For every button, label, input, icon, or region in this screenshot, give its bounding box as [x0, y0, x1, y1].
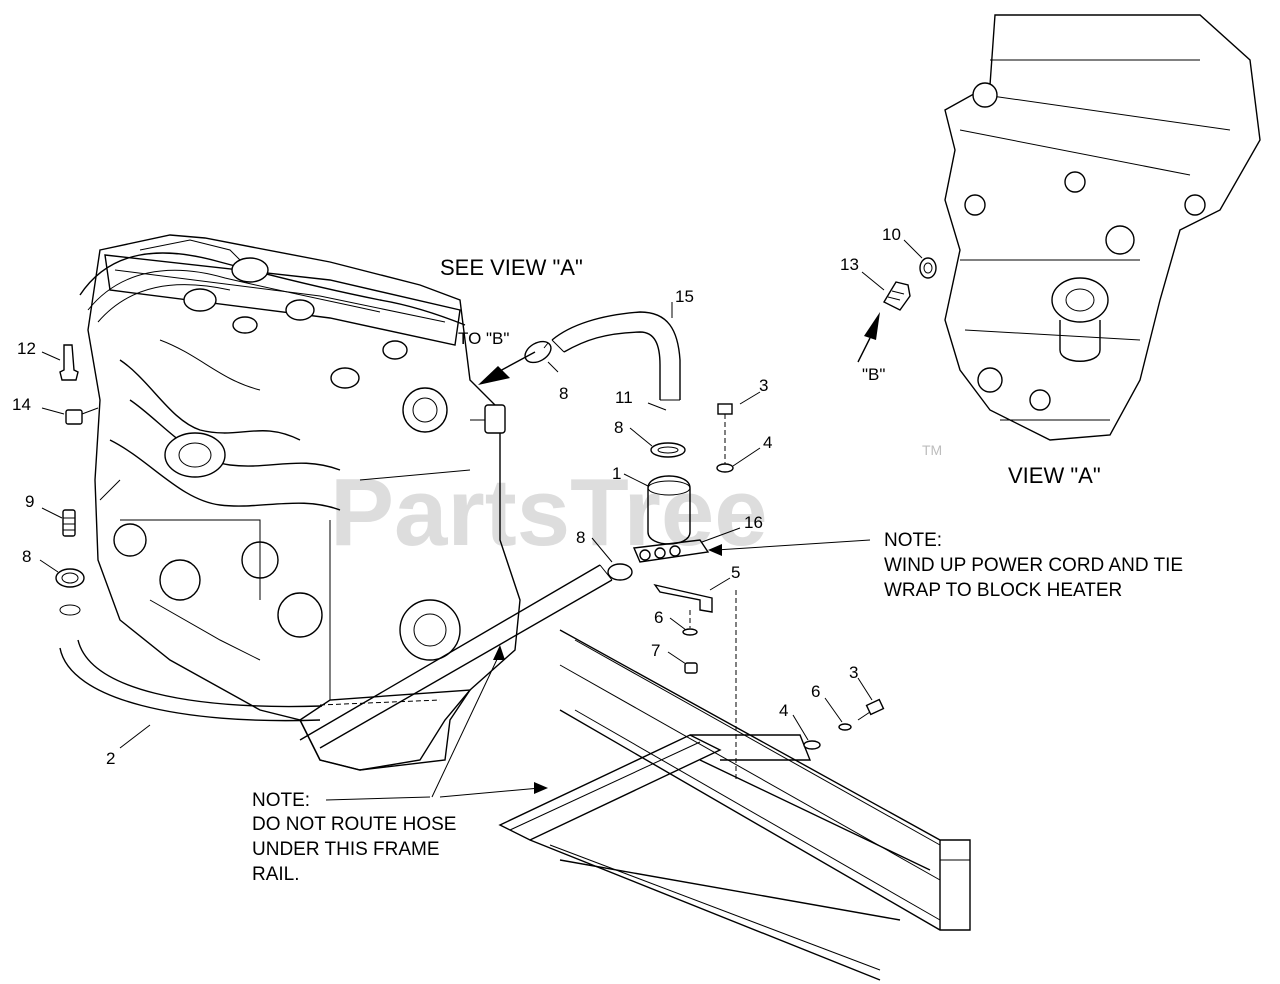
view-a-engine: [944, 14, 1261, 441]
screw-3-top: [717, 403, 733, 465]
to-b-label: TO "B": [458, 329, 509, 348]
note-frame-rail: NOTE: DO NOT ROUTE HOSE UNDER THIS FRAME…: [252, 790, 456, 885]
callout-12: 12: [17, 339, 36, 358]
sensor-12: [59, 344, 79, 381]
arrow-to-b: [478, 351, 536, 385]
note-power-cord-line: NOTE:: [884, 530, 942, 551]
clamp-8-top: [524, 340, 552, 364]
clamp-8-lower: [607, 563, 633, 581]
callout-4: 4: [779, 701, 788, 720]
callout-6: 6: [811, 682, 820, 701]
upper-hose-15: [551, 311, 681, 401]
fitting-9: [62, 509, 76, 537]
callouts: 15 8 11 3 8 4 1 16 8 5 6 7 12 14 9 8 2 3…: [12, 225, 901, 768]
callout-14: 14: [12, 395, 31, 414]
note-power-cord-line: WIND UP POWER CORD AND TIE: [884, 555, 1183, 576]
frame-rail: [498, 629, 971, 981]
fitting-10: [919, 257, 937, 279]
b-label: "B": [862, 365, 885, 384]
note-frame-line: RAIL.: [252, 864, 300, 885]
block-heater-1: [632, 475, 710, 563]
lower-hose-to-heater: [299, 564, 613, 749]
watermark: PartsTree: [330, 459, 768, 566]
callout-3: 3: [759, 376, 768, 395]
arrow-cord-note: [708, 539, 871, 556]
arrow-b: [857, 312, 880, 363]
callout-8: 8: [614, 418, 623, 437]
callout-13: 13: [840, 255, 859, 274]
screw-3-frame: [857, 698, 885, 721]
watermark-tm: TM: [922, 442, 942, 458]
lockwasher-6-frame: [838, 723, 852, 731]
callout-10: 10: [882, 225, 901, 244]
callout-4: 4: [763, 433, 772, 452]
note-frame-line: NOTE:: [252, 790, 310, 811]
callout-8: 8: [576, 528, 585, 547]
fitting-14: [65, 407, 99, 425]
elbow-13: [883, 281, 911, 311]
nut-7: [684, 662, 698, 674]
lower-hose-2: [59, 647, 321, 722]
washer-4-frame: [803, 740, 821, 750]
note-frame-line: UNDER THIS FRAME: [252, 839, 440, 860]
clamp-8-left: [55, 568, 85, 616]
engine-assembly: [79, 234, 521, 771]
callout-16: 16: [744, 513, 763, 532]
callout-11: 11: [615, 388, 633, 407]
clamp-8-heater: [650, 442, 686, 458]
callout-8: 8: [559, 384, 568, 403]
callout-6: 6: [654, 608, 663, 627]
lockwasher-6: [682, 628, 698, 636]
bracket-5: [653, 583, 713, 628]
note-frame-line: DO NOT ROUTE HOSE: [252, 814, 456, 835]
callout-5: 5: [731, 563, 740, 582]
note-power-cord: NOTE: WIND UP POWER CORD AND TIE WRAP TO…: [884, 530, 1183, 601]
callout-3: 3: [849, 663, 858, 682]
callout-15: 15: [675, 287, 694, 306]
see-view-a-label: SEE VIEW "A": [440, 255, 583, 280]
leader-lines: [39, 239, 923, 801]
callout-9: 9: [25, 492, 34, 511]
callout-1: 1: [612, 464, 621, 483]
view-a-title: VIEW "A": [1008, 463, 1101, 488]
callout-2: 2: [106, 749, 115, 768]
note-power-cord-line: WRAP TO BLOCK HEATER: [884, 580, 1122, 601]
callout-8: 8: [22, 547, 31, 566]
arrow-frame-note: [431, 645, 548, 798]
callout-7: 7: [651, 641, 660, 660]
washer-4-top: [716, 463, 734, 473]
